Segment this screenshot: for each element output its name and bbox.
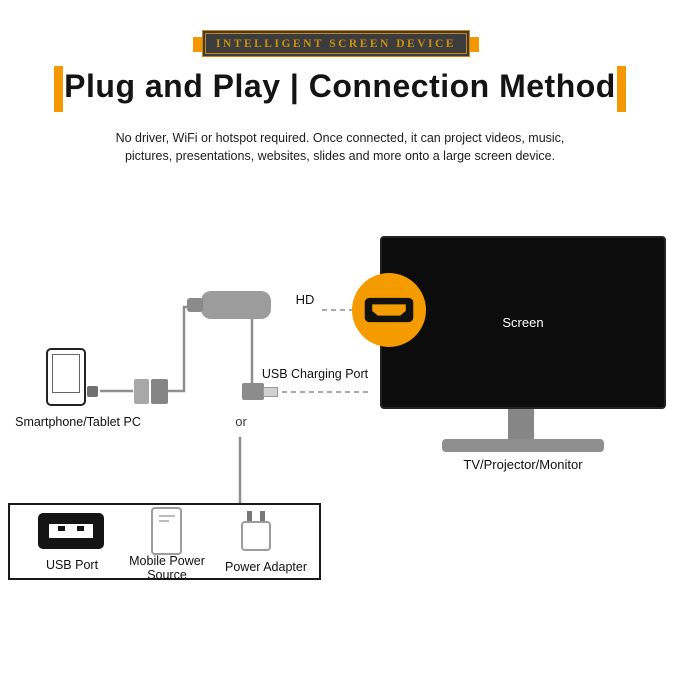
description-line-1: No driver, WiFi or hotspot required. Onc… <box>115 131 565 145</box>
phone-screen <box>52 354 80 393</box>
smartphone-label: Smartphone/Tablet PC <box>15 415 141 429</box>
banner-label: INTELLIGENT SCREEN DEVICE <box>216 37 456 50</box>
usb-plug-tip <box>263 387 278 397</box>
power-adapter-prong <box>247 511 252 522</box>
mobile-power-icon <box>151 507 182 555</box>
usb-plug-icon <box>242 383 264 400</box>
or-label: or <box>235 414 247 429</box>
usb-notch <box>77 526 84 531</box>
adapter-block-icon-2 <box>151 379 168 404</box>
powerbank-detail-line <box>159 515 175 517</box>
page-title: Plug and Play | Connection Method <box>64 68 616 104</box>
usb-port-icon <box>38 513 104 549</box>
description: No driver, WiFi or hotspot required. Onc… <box>60 129 620 165</box>
mobile-power-label: Mobile Power Source <box>129 554 205 583</box>
hdmi-connector-icon <box>352 273 426 347</box>
dongle-to-phone-cable <box>168 305 196 393</box>
title-accent-right <box>617 66 626 112</box>
usb-port-label: USB Port <box>45 558 99 572</box>
banner-badge: INTELLIGENT SCREEN DEVICE <box>202 30 470 57</box>
power-adapter-prong <box>260 511 265 522</box>
power-adapter-label: Power Adapter <box>225 560 307 574</box>
tv-stand-base <box>442 439 604 452</box>
usb-notch <box>58 526 65 531</box>
screen-label: Screen <box>502 315 544 330</box>
powerbank-detail-line <box>159 520 169 522</box>
hdmi-plug-shape <box>364 297 414 323</box>
tv-stand-neck <box>508 409 534 441</box>
hd-label: HD <box>295 292 315 307</box>
power-adapter-icon <box>241 521 271 551</box>
dongle-cable-joint <box>187 298 203 312</box>
hdmi-dongle-icon <box>201 291 271 319</box>
title-accent-left <box>54 66 63 112</box>
description-line-2: pictures, presentations, websites, slide… <box>124 149 556 164</box>
tv-monitor-icon: Screen <box>380 236 666 409</box>
phone-plug-icon <box>87 386 98 397</box>
adapter-block-icon <box>134 379 149 404</box>
smartphone-icon <box>46 348 86 406</box>
usb-charging-label: USB Charging Port <box>261 367 369 381</box>
tv-label: TV/Projector/Monitor <box>463 457 583 472</box>
usb-port-slot <box>49 524 93 538</box>
